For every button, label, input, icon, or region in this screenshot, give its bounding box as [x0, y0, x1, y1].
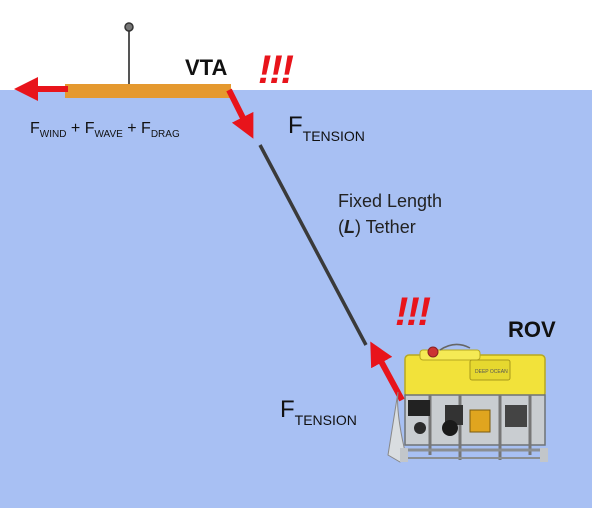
- tension-label-top: FTENSION: [288, 112, 365, 144]
- vta-antenna-tip: [124, 22, 134, 32]
- rov-alert-mark: !!!: [395, 290, 431, 334]
- tether-label: Fixed Length (L) Tether: [338, 188, 442, 240]
- tension-label-bottom: FTENSION: [280, 396, 357, 428]
- tension-arrow-top: [226, 88, 254, 139]
- svg-text:DEEP OCEAN: DEEP OCEAN: [475, 369, 508, 375]
- rov-vehicle: DEEP OCEAN: [387, 343, 548, 463]
- rov-label: ROV: [508, 317, 556, 342]
- tether-label-line2: (L) Tether: [338, 217, 416, 237]
- vta-label: VTA: [185, 55, 228, 80]
- tether-line: [258, 144, 368, 346]
- vta-alert-mark: !!!: [258, 48, 294, 92]
- external-forces-label: FWIND + FWAVE + FDRAG: [30, 120, 180, 140]
- vta-float: [65, 84, 231, 98]
- tether-label-line1: Fixed Length: [338, 191, 443, 211]
